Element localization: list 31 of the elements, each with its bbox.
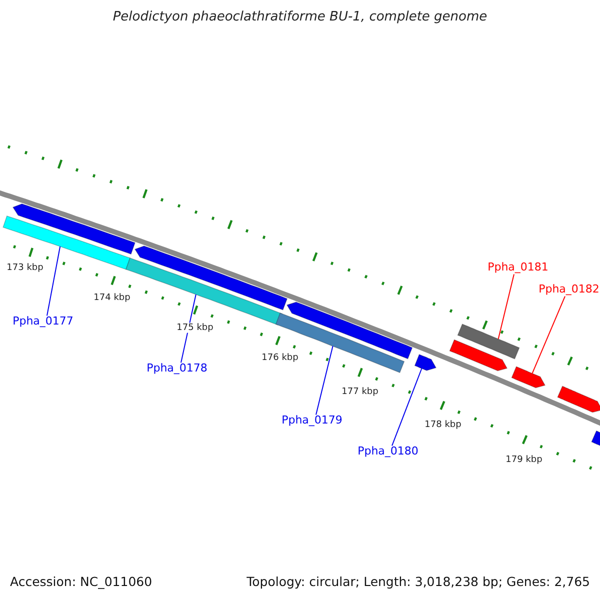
leader-line (46, 246, 61, 316)
gene-label: Ppha_0181 (488, 262, 548, 274)
gene-label: Ppha_0178 (146, 362, 208, 376)
gene-feature (449, 339, 508, 372)
leader-line (180, 294, 196, 364)
scale-label: 179 kbp (504, 454, 544, 466)
gene-feature (511, 366, 546, 388)
scale-label: 174 kbp (92, 292, 132, 304)
gene-label: Ppha_0177 (12, 316, 74, 328)
gene-feature (591, 430, 600, 448)
accession-text: Accession: NC_011060 (10, 574, 152, 590)
scale-label: 175 kbp (176, 322, 214, 334)
leader-line (498, 274, 514, 340)
gene-bar (457, 324, 520, 360)
gene-feature (557, 386, 600, 413)
gene-label: Ppha_0180 (358, 446, 418, 458)
gene-feature (12, 203, 136, 255)
scale-label: 178 kbp (424, 420, 462, 430)
genome-info-text: Topology: circular; Length: 3,018,238 bp; Genes: 2,765 (246, 574, 590, 590)
scale-label: 176 kbp (260, 352, 300, 364)
leader-line (316, 346, 334, 416)
gene-feature (414, 354, 437, 371)
gene-feature (134, 246, 288, 310)
leader-line (532, 296, 566, 374)
leader-line (392, 368, 422, 446)
gene-bar (2, 216, 131, 270)
gene-label: Ppha_0182 (538, 284, 600, 296)
gene-label: Ppha_0179 (282, 414, 342, 428)
title: Pelodictyon phaeoclathratiforme BU-1, complete genome (112, 10, 488, 26)
scale-label: 177 kbp (340, 386, 380, 398)
scale-label: 173 kbp (6, 262, 44, 274)
